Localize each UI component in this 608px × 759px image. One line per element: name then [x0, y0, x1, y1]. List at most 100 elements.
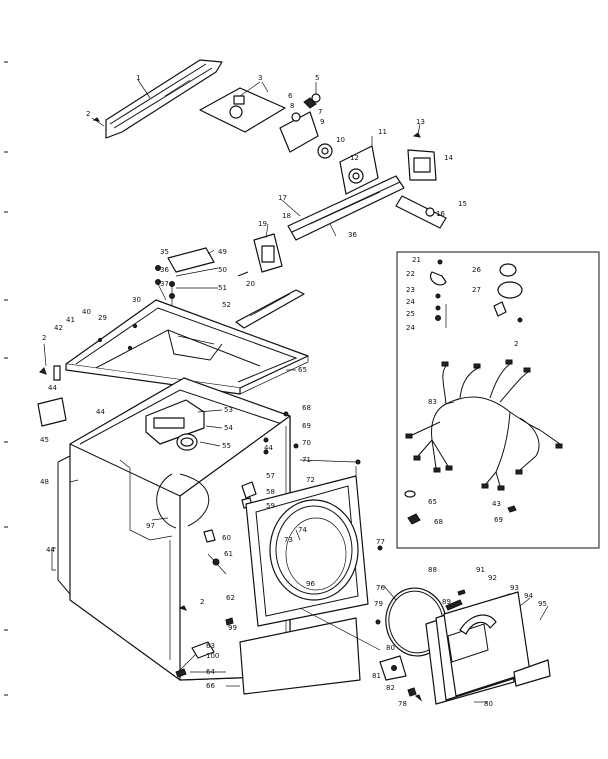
- door-assembly: [425, 589, 551, 705]
- label-80: 80: [386, 644, 395, 652]
- label-44d: 44: [264, 444, 273, 452]
- label-44c: 44: [46, 546, 55, 554]
- label-23: 23: [406, 286, 415, 294]
- label-7: 7: [318, 108, 322, 116]
- label-48: 48: [40, 478, 49, 486]
- label-30: 30: [132, 296, 141, 304]
- binding-marks: [4, 61, 8, 696]
- label-25: 25: [406, 310, 415, 318]
- label-70: 70: [302, 439, 311, 447]
- label-44: 44: [48, 384, 57, 392]
- label-27: 27: [472, 286, 481, 294]
- label-63: 63: [206, 642, 215, 650]
- label-35: 35: [160, 248, 169, 256]
- label-99: 99: [228, 624, 237, 632]
- label-96: 96: [306, 580, 315, 588]
- switch-block: [155, 247, 215, 340]
- label-13: 13: [416, 118, 425, 126]
- label-93: 93: [510, 584, 519, 592]
- label-52: 52: [222, 301, 231, 309]
- label-77: 77: [376, 538, 385, 546]
- lid-hinge: [235, 289, 305, 329]
- lid-switch-parts: [203, 481, 257, 575]
- label-76: 76: [376, 584, 385, 592]
- leader-lines: [69, 79, 549, 703]
- label-80b: 80: [484, 700, 493, 708]
- label-45: 45: [40, 436, 49, 444]
- label-69b: 69: [494, 516, 503, 524]
- label-22: 22: [406, 270, 415, 278]
- console-rear-rail: [287, 175, 447, 241]
- label-68: 68: [302, 404, 311, 412]
- part-number-labels: 1 2 3 5 6 7 8 9 10 11 12 13 14 15 16 17 …: [40, 74, 547, 708]
- label-1: 1: [136, 74, 140, 82]
- label-29: 29: [98, 314, 107, 322]
- label-8: 8: [290, 102, 294, 110]
- label-15: 15: [458, 200, 467, 208]
- label-26: 26: [472, 266, 481, 274]
- label-36b: 36: [160, 266, 169, 274]
- label-100: 100: [206, 652, 219, 660]
- label-24b: 24: [406, 324, 415, 332]
- label-12: 12: [350, 154, 359, 162]
- label-17: 17: [278, 194, 287, 202]
- label-10: 10: [336, 136, 345, 144]
- label-53: 53: [224, 406, 233, 414]
- label-9: 9: [320, 118, 324, 126]
- label-66: 66: [206, 682, 215, 690]
- label-68b: 68: [434, 518, 443, 526]
- label-50: 50: [218, 266, 227, 274]
- label-74: 74: [298, 526, 307, 534]
- label-82: 82: [386, 684, 395, 692]
- front-panel: [239, 459, 383, 695]
- label-41: 41: [66, 316, 75, 324]
- label-61: 61: [224, 550, 233, 558]
- label-24: 24: [406, 298, 415, 306]
- switch-frame: [237, 233, 283, 277]
- label-2b: 2: [42, 334, 46, 342]
- label-20: 20: [246, 280, 255, 288]
- label-5: 5: [315, 74, 319, 82]
- label-42: 42: [54, 324, 63, 332]
- label-49: 49: [218, 248, 227, 256]
- label-72: 72: [306, 476, 315, 484]
- label-62: 62: [226, 594, 235, 602]
- label-55: 55: [222, 442, 231, 450]
- label-59: 59: [266, 502, 275, 510]
- label-65: 65: [298, 366, 307, 374]
- label-95: 95: [538, 600, 547, 608]
- label-40: 40: [82, 308, 91, 316]
- label-69: 69: [302, 422, 311, 430]
- label-83: 83: [428, 398, 437, 406]
- label-36: 36: [348, 231, 357, 239]
- label-71: 71: [302, 456, 311, 464]
- label-16: 16: [436, 210, 445, 218]
- wiring-harness-inset: [396, 251, 600, 549]
- label-88: 88: [428, 566, 437, 574]
- left-side-parts: [37, 343, 67, 427]
- door-hinge-parts: [379, 655, 423, 702]
- label-60: 60: [222, 534, 231, 542]
- label-58: 58: [266, 488, 275, 496]
- label-91: 91: [476, 566, 485, 574]
- label-64: 64: [206, 668, 215, 676]
- timer-assembly: [339, 132, 437, 195]
- label-43: 43: [492, 500, 501, 508]
- label-97: 97: [146, 522, 155, 530]
- label-2: 2: [86, 110, 90, 118]
- label-81: 81: [372, 672, 381, 680]
- label-44b: 44: [96, 408, 105, 416]
- label-19: 19: [258, 220, 267, 228]
- label-79: 79: [374, 600, 383, 608]
- toe-panel-parts: [175, 605, 234, 678]
- control-panel-bracket: [199, 81, 333, 159]
- console-trim-part: [91, 59, 223, 139]
- label-37: 37: [160, 280, 169, 288]
- label-94: 94: [524, 592, 533, 600]
- label-21: 21: [412, 256, 421, 264]
- label-2c: 2: [200, 598, 204, 606]
- label-65b: 65: [428, 498, 437, 506]
- label-18: 18: [282, 212, 291, 220]
- label-6: 6: [288, 92, 293, 100]
